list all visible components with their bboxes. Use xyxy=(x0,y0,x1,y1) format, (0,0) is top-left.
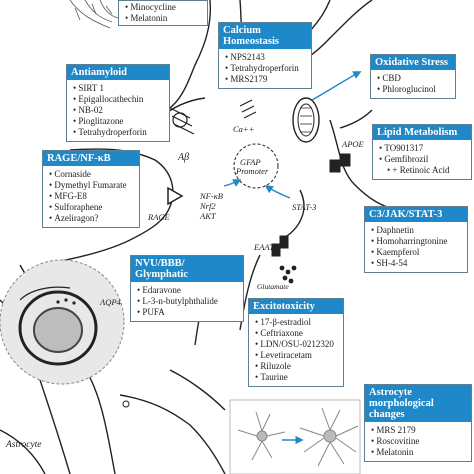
list-item: Azeliragon? xyxy=(49,213,135,224)
mitochondrion-glyph xyxy=(292,97,320,143)
list-item: NPS2143 xyxy=(225,52,307,63)
abeta-receptor-glyph xyxy=(169,107,195,135)
calcium-homeostasis-list: NPS2143 Tetrahydroperforin MRS2179 xyxy=(219,49,311,88)
aqp4-dots xyxy=(56,298,130,408)
signalling-arrows xyxy=(223,71,362,199)
list-item: TO901317 xyxy=(379,143,467,154)
list-item: Sulforaphene xyxy=(49,202,135,213)
excitotoxicity-box: Excitotoxicity 17-β-estradiol Ceftriaxon… xyxy=(248,298,344,387)
astrocyte-morphology-list: MRS 2179 Roscovitine Melatonin xyxy=(365,422,471,461)
list-item: NB-02 xyxy=(73,105,165,116)
list-item: MFG-E8 xyxy=(49,191,135,202)
ca-label: Ca++ xyxy=(233,124,255,134)
nrf2-label: Nrf2 xyxy=(200,201,216,211)
list-item: Levetiracetam xyxy=(255,350,339,361)
list-item: Tetrahydroperforin xyxy=(73,127,165,138)
oxidative-stress-box: Oxidative Stress CBD Phloroglucinol xyxy=(370,54,456,99)
eaat-label: EAAT xyxy=(254,242,274,252)
astrocyte-morphology-title: Astrocyte morphological changes xyxy=(365,385,471,422)
stat3-label: STAT-3 xyxy=(292,202,317,212)
antiamyloid-title: Antiamyloid xyxy=(67,65,169,80)
list-item: Phloroglucinol xyxy=(377,84,451,95)
morphology-inset xyxy=(229,399,361,474)
list-item: Roscovitine xyxy=(371,436,467,447)
ca-channel-glyph xyxy=(239,99,257,119)
nvu-bbb-glymphatic-title: NVU/BBB/ Glymphatic xyxy=(131,256,243,282)
list-item: Riluzole xyxy=(255,361,339,372)
calcium-homeostasis-box: Calcium Homeostasis NPS2143 Tetrahydrope… xyxy=(218,22,312,89)
top-therapy-list: Minocycline Melatonin xyxy=(119,1,207,27)
promoter-label: Promoter xyxy=(236,166,269,176)
glutamate-label: Glutamate xyxy=(257,282,289,291)
excitotoxicity-list: 17-β-estradiol Ceftriaxone LDN/OSU-02123… xyxy=(249,314,343,386)
list-item: Daphnetin xyxy=(371,225,463,236)
blood-vessel xyxy=(0,259,125,385)
list-item: Ceftriaxone xyxy=(255,328,339,339)
lipid-metabolism-box: Lipid Metabolism TO901317 Gemfibrozil + … xyxy=(372,124,472,180)
list-item: Gemfibrozil xyxy=(379,154,467,165)
list-item: Melatonin xyxy=(125,13,203,24)
list-item: Tetrahydroperforin xyxy=(225,63,307,74)
list-item: Cornaside xyxy=(49,169,135,180)
abeta-label: Aβ xyxy=(178,152,190,163)
aqp4-label: AQP4 xyxy=(100,297,121,307)
antiamyloid-list: SIRT 1 Epigallocathechin NB-02 Pioglitaz… xyxy=(67,80,169,141)
astrocyte-morphology-box: Astrocyte morphological changes MRS 2179… xyxy=(364,384,472,462)
nvu-bbb-glymphatic-list: Edaravone L-3-n-butylphthalide PUFA xyxy=(131,282,243,321)
list-item: MRS 2179 xyxy=(371,425,467,436)
astrocyte-label: Astrocyte xyxy=(6,440,42,450)
c3-jak-stat3-title: C3/JAK/STAT-3 xyxy=(365,207,467,222)
lipid-metabolism-title: Lipid Metabolism xyxy=(373,125,471,140)
rage-label: RAGE xyxy=(148,212,170,222)
list-item: Edaravone xyxy=(137,285,239,296)
gfap-promoter-circle xyxy=(233,143,279,189)
list-item: PUFA xyxy=(137,307,239,318)
nvu-bbb-glymphatic-box: NVU/BBB/ Glymphatic Edaravone L-3-n-buty… xyxy=(130,255,244,322)
excitotoxicity-title: Excitotoxicity xyxy=(249,299,343,314)
apoe-receptor-glyph xyxy=(329,153,351,173)
glutamate-dots xyxy=(279,265,297,284)
list-item: Kaempferol xyxy=(371,247,463,258)
apoe-label: APOE xyxy=(342,139,364,149)
list-item: 17-β-estradiol xyxy=(255,317,339,328)
list-item: Epigallocathechin xyxy=(73,94,165,105)
eaat-transporter-glyph xyxy=(271,235,289,257)
oxidative-stress-list: CBD Phloroglucinol xyxy=(371,70,455,98)
list-item: Pioglitazone xyxy=(73,116,165,127)
antiamyloid-box: Antiamyloid SIRT 1 Epigallocathechin NB-… xyxy=(66,64,170,142)
top-therapy-box: Minocycline Melatonin xyxy=(118,0,208,26)
rage-nfkb-title: RAGE/NF-κB xyxy=(43,151,139,166)
c3-jak-stat3-list: Daphnetin Homoharringtonine Kaempferol S… xyxy=(365,222,467,272)
list-item: + Retinoic Acid xyxy=(379,165,467,176)
rage-nfkb-list: Cornaside Dymethyl Fumarate MFG-E8 Sulfo… xyxy=(43,166,139,227)
list-item: CBD xyxy=(377,73,451,84)
list-item: Taurine xyxy=(255,372,339,383)
akt-label: AKT xyxy=(200,211,216,221)
neuron-sketch-top-left xyxy=(69,0,119,29)
rage-nfkb-box: RAGE/NF-κB Cornaside Dymethyl Fumarate M… xyxy=(42,150,140,228)
list-item: Melatonin xyxy=(371,447,467,458)
list-item: Dymethyl Fumarate xyxy=(49,180,135,191)
list-item: L-3-n-butylphthalide xyxy=(137,296,239,307)
rage-receptor-glyph xyxy=(167,186,184,206)
lipid-metabolism-list: TO901317 Gemfibrozil + Retinoic Acid xyxy=(373,140,471,179)
list-item: SH-4-54 xyxy=(371,258,463,269)
c3-jak-stat3-box: C3/JAK/STAT-3 Daphnetin Homoharringtonin… xyxy=(364,206,468,273)
calcium-homeostasis-title: Calcium Homeostasis xyxy=(219,23,311,49)
list-item: LDN/OSU-0212320 xyxy=(255,339,339,350)
oxidative-stress-title: Oxidative Stress xyxy=(371,55,455,70)
list-item: Homoharringtonine xyxy=(371,236,463,247)
list-item: MRS2179 xyxy=(225,74,307,85)
nfkb-label: NF-κB xyxy=(200,191,223,201)
list-item: Minocycline xyxy=(125,2,203,13)
gfap-label: GFAP xyxy=(240,157,261,167)
list-item: SIRT 1 xyxy=(73,83,165,94)
